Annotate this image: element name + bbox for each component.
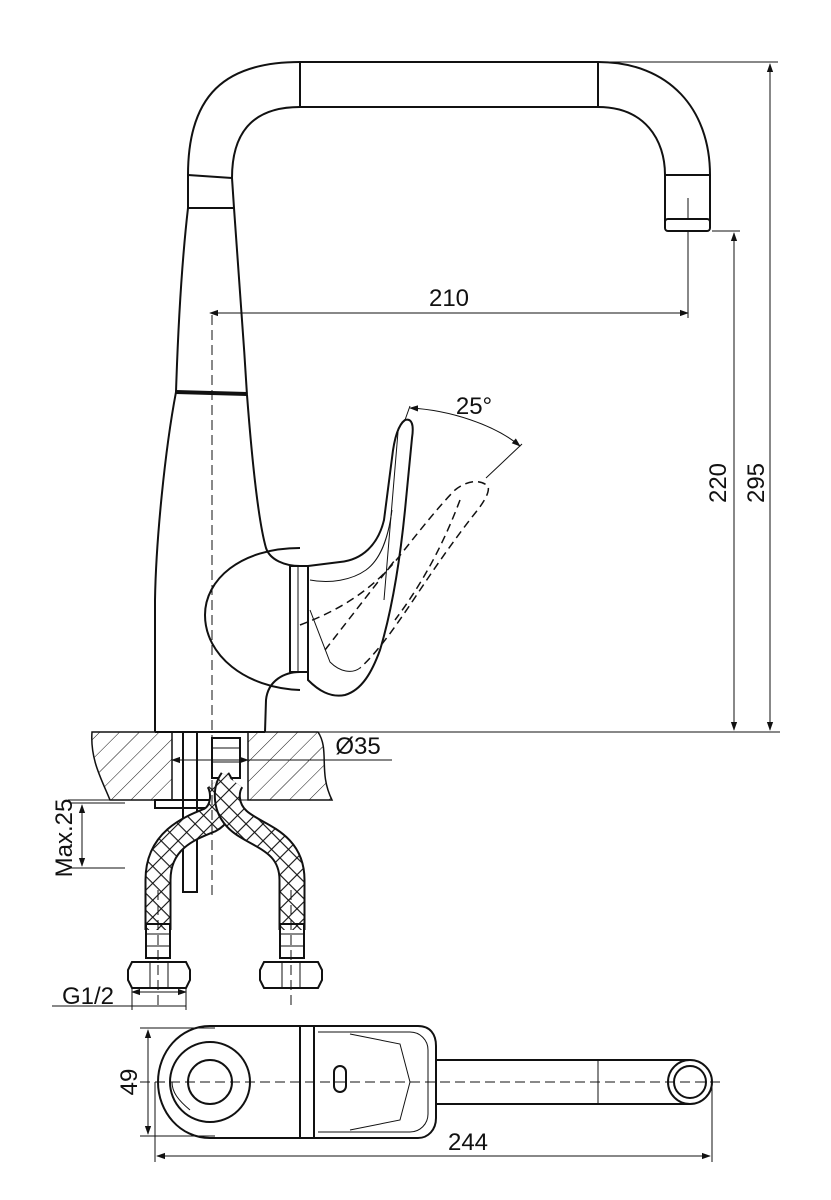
lever-handle [299, 418, 490, 697]
countertop-section [68, 731, 780, 801]
dim-spout-reach: 210 [429, 285, 469, 312]
dim-spout-height: 220 [705, 463, 732, 503]
spout [187, 61, 711, 232]
dim-body-width: 49 [116, 1069, 143, 1096]
dim-lever-angle: 25° [456, 393, 492, 420]
dim-total-height: 295 [743, 463, 770, 503]
flexible-hoses [127, 772, 323, 989]
dim-max-thickness: Max.25 [51, 799, 78, 878]
dim-total-length: 244 [448, 1129, 488, 1156]
faucet-body [154, 175, 309, 733]
top-view [156, 1025, 713, 1139]
dim-mount-hole: Ø35 [335, 733, 380, 760]
centerlines [140, 315, 720, 1083]
dim-connection: G1/2 [62, 983, 114, 1010]
dimension-lines [52, 61, 778, 1162]
